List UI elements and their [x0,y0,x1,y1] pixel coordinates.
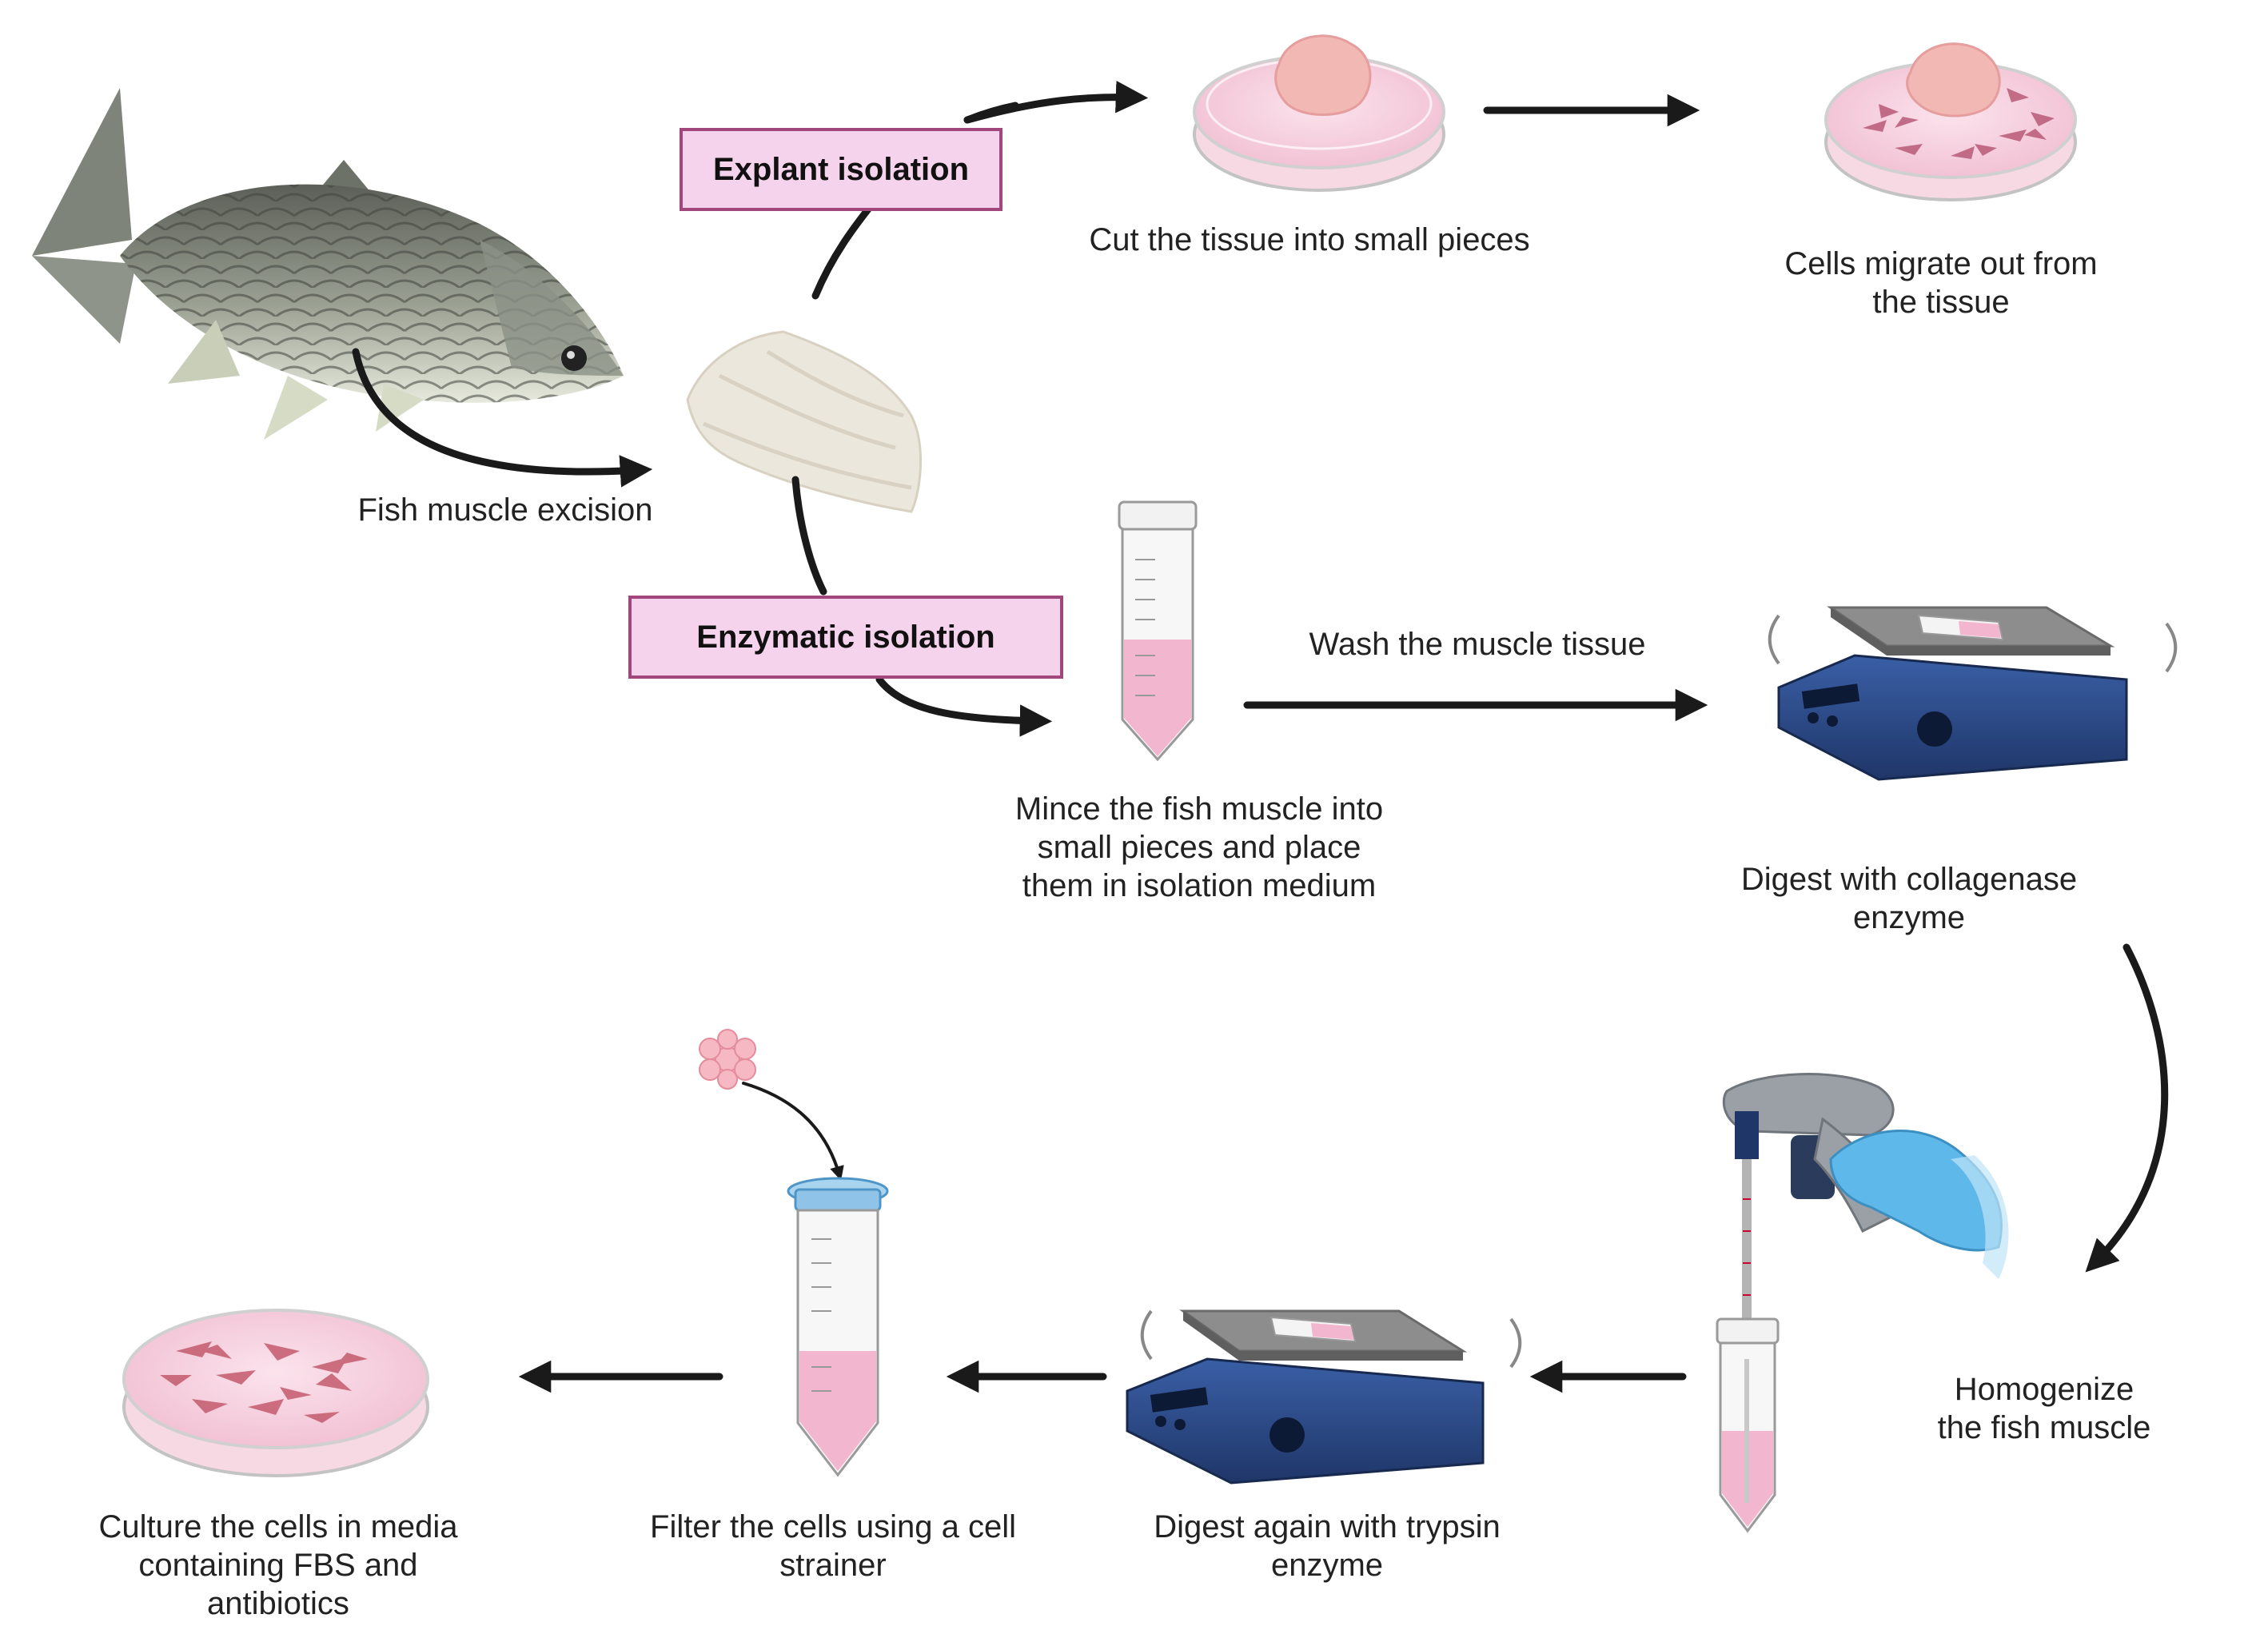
culture-dish-icon [122,1309,429,1477]
orbital-shaker-icon [1768,606,2178,781]
petri-dish-tissue-icon [1193,34,1445,192]
label-fish-excision: Fish muscle excision [357,492,653,528]
label-trypsin: Digest again with trypsin enzyme [1154,1509,1501,1583]
label-collagenase: Digest with collagenase enzyme [1740,862,2078,935]
cell-strainer-tube-icon [787,1177,889,1477]
fish-fillet-icon [686,330,923,513]
label-culture: Culture the cells in media containing FB… [98,1509,458,1621]
cell-cluster-icon [699,1029,756,1090]
fish-icon [32,88,624,440]
orbital-shaker-icon-2 [1126,1309,1522,1485]
explant-isolation-box: Explant isolation [680,128,1002,211]
label-mince: Mince the fish muscle into small pieces … [1014,791,1384,903]
label-homogenize: Homogenize the fish muscle [1937,1372,2151,1445]
label-cells-migrate: Cells migrate out from the tissue [1784,246,2098,320]
falcon-tube-icon [1118,500,1198,762]
label-filter: Filter the cells using a cell strainer [650,1509,1016,1583]
enzymatic-isolation-box: Enzymatic isolation [628,596,1063,679]
arrows [352,80,2169,1393]
label-cut-tissue: Cut the tissue into small pieces [1089,222,1530,257]
petri-dish-migrating-cells-icon [1824,42,2077,201]
label-wash: Wash the muscle tissue [1309,627,1646,662]
pipette-homogenizer-icon [1716,1073,2009,1533]
